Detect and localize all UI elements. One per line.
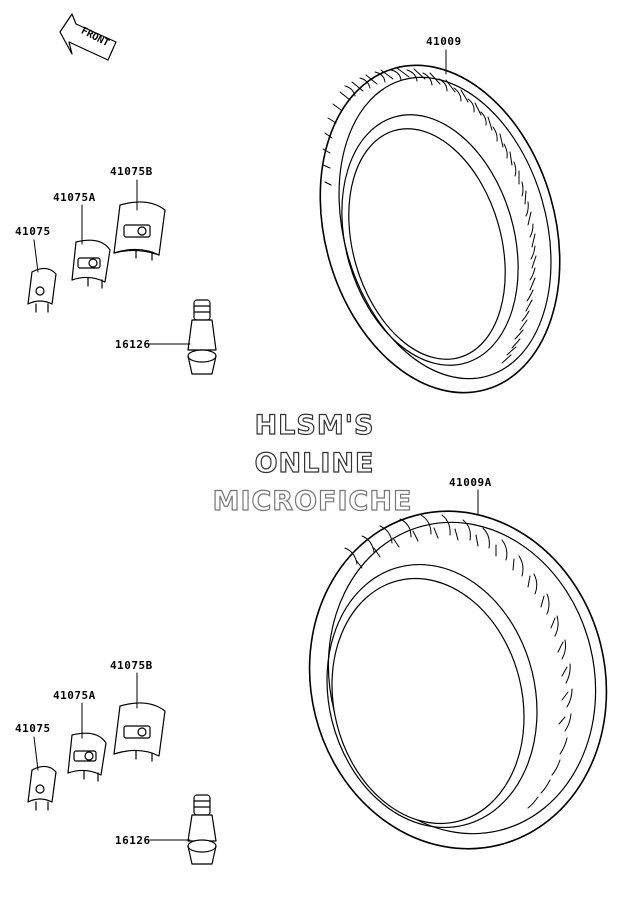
weight-41075B-bottom (113, 702, 166, 762)
rear-tire-41009A (308, 510, 608, 850)
label-weight-bottom: 41075 (15, 722, 51, 735)
valve-16126-top (187, 299, 217, 375)
label-weight-top: 41075 (15, 225, 51, 238)
front-tire-41009 (319, 64, 561, 394)
weight-41075-top (27, 267, 57, 313)
watermark-line-1: HLSM'S (254, 409, 375, 441)
label-weight-a-top: 41075A (53, 191, 96, 204)
weight-41075B-top (113, 201, 166, 261)
label-weight-b-bottom: 41075B (110, 659, 153, 672)
watermark-line-3: MICROFICHE (212, 485, 413, 517)
label-weight-a-bottom: 41075A (53, 689, 96, 702)
leader-lines (33, 49, 479, 841)
front-arrow-icon: FRONT (59, 13, 117, 61)
label-weight-b-top: 41075B (110, 165, 153, 178)
label-rear-tire: 41009A (449, 476, 492, 489)
weight-41075A-bottom (67, 732, 107, 782)
label-valve-bottom: 16126 (115, 834, 151, 847)
label-front-tire: 41009 (426, 35, 462, 48)
valve-16126-bottom (187, 794, 217, 865)
weight-41075A-top (71, 239, 111, 289)
weight-41075-bottom (27, 765, 57, 811)
watermark-line-2: ONLINE (254, 447, 375, 479)
label-valve-top: 16126 (115, 338, 151, 351)
